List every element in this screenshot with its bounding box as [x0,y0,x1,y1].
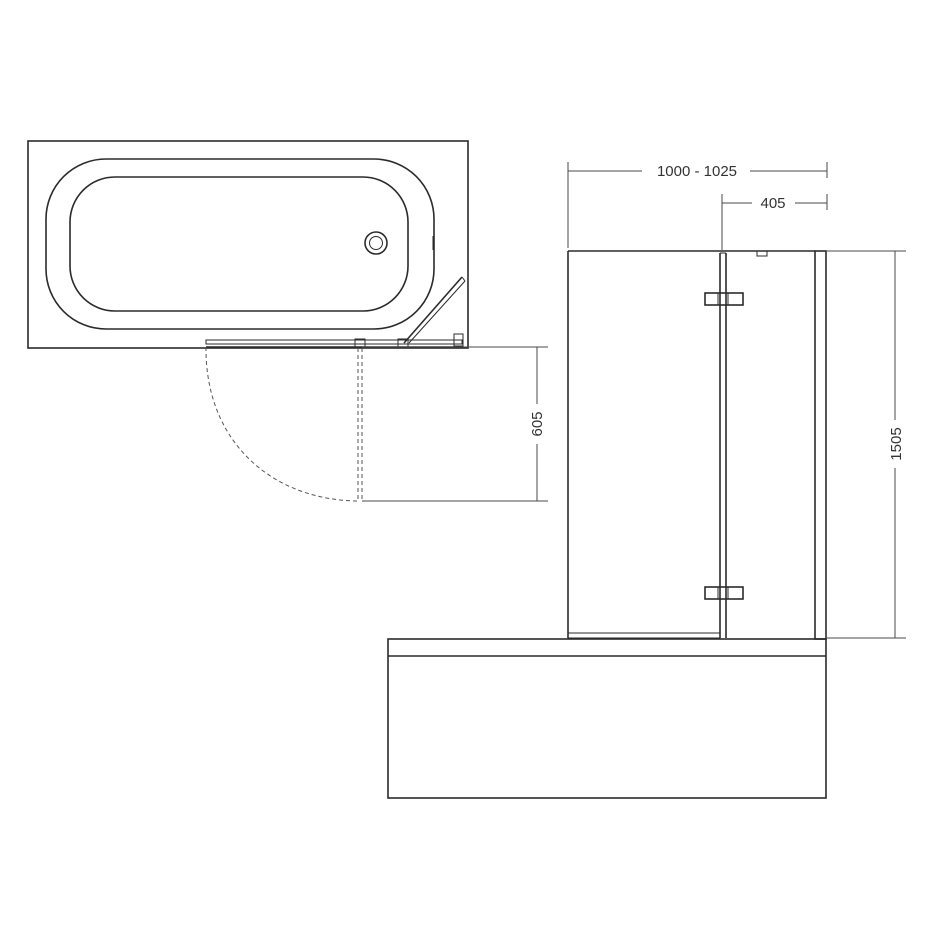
hinge-top [704,292,744,306]
elevation-view: 1000 - 1025 405 1505 [387,162,906,799]
dimension-605-label: 605 [529,411,546,436]
dimension-height: 1505 [827,250,906,639]
screen-plan-joint [354,338,366,348]
bath-panel [387,638,827,799]
dimension-height-label: 1505 [888,427,905,460]
plan-view: 605 [27,140,548,502]
waste-plug-icon [364,231,388,255]
dimension-overall-width-label: 1000 - 1025 [657,163,737,180]
screen-plan [205,276,466,348]
dimension-fixed-panel-label: 405 [760,195,785,212]
door-bottom-seal [567,632,721,639]
screen-plan-rail [205,339,463,345]
fixed-panel [719,250,815,638]
door-swing-arc [205,346,359,502]
dimension-605: 605 [362,346,548,502]
hinge-bottom-icon [704,586,744,600]
folded-panel-inner [408,280,466,344]
bath-outer-rim [27,140,469,349]
bath-elevation [387,638,827,799]
fixed-panel-top-clip [756,250,768,257]
bath-basin [69,176,409,312]
waste-plug-inner [369,236,383,250]
bath-tub-outline [45,158,435,330]
folded-panel-outer [403,276,463,344]
door-swing [205,346,363,502]
hinge-top-icon [704,292,744,306]
wall-profile [814,250,827,640]
screen-plan-wall-bracket [453,333,464,347]
door-panel [567,250,722,639]
dimension-fixed-panel: 405 [721,194,828,250]
dimension-overall-width: 1000 - 1025 [567,162,828,248]
hinge-bottom [704,586,744,600]
